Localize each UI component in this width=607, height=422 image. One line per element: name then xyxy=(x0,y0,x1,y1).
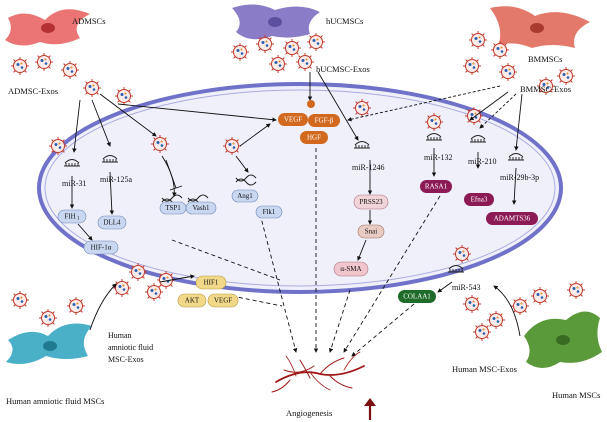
human-msc-cell-shape xyxy=(524,311,602,368)
snai-pill: Snai xyxy=(357,224,385,239)
fgf-label: FGF-β xyxy=(315,117,334,125)
tsp1-label: TSP1 xyxy=(165,204,181,212)
efna3-pill: Efna3 xyxy=(464,193,494,206)
amniotic-exos-line2: amniotic fluid xyxy=(108,343,153,352)
prss23-pill: PRSS23 xyxy=(353,194,389,210)
flk1-pill: Flk1 xyxy=(255,205,283,219)
fgf-pill: FGF-β xyxy=(308,114,340,127)
admsc-exos-label: ADMSC-Exos xyxy=(8,86,58,96)
mir29b-label: miR-29b-3p xyxy=(500,173,539,182)
adamts36-pill: ADAMTS36 xyxy=(486,212,538,225)
asma-pill: α-SMA xyxy=(333,261,369,277)
akt-pill: AKT xyxy=(177,293,207,308)
angiogenesis-label: Angiogenesis xyxy=(286,408,332,418)
amniotic-cell-shape xyxy=(6,323,92,364)
prss23-label: PRSS23 xyxy=(359,198,383,206)
amniotic-label: Human amniotic fluid MSCs xyxy=(6,396,104,406)
vegf-low-label: VEGF xyxy=(214,297,232,305)
arrows xyxy=(69,71,523,357)
mir1246-label: miR-1246 xyxy=(352,163,384,172)
vash1-pill: Vash1 xyxy=(185,201,217,215)
vash1-label: Vash1 xyxy=(192,204,210,212)
fih-label: FIH xyxy=(64,213,75,221)
human-mscs-label: Human MSCs xyxy=(552,390,600,400)
fih-subscript: 1 xyxy=(77,217,80,222)
amniotic-exos-line3: MSC-Exos xyxy=(108,355,144,364)
colaa1-pill: COLAA1 xyxy=(398,290,436,303)
akt-label: AKT xyxy=(185,297,200,305)
mir210-label: miR-210 xyxy=(468,157,496,166)
hif1-pill: HIF1 xyxy=(195,275,227,290)
asma-label: α-SMA xyxy=(340,265,361,273)
amniotic-exo-cluster xyxy=(10,290,86,328)
bmmsc-cell-shape xyxy=(490,6,590,48)
admsc-exo-cluster xyxy=(10,52,134,106)
cell-membrane-inner xyxy=(44,89,556,287)
mir125a-label: miR-125a xyxy=(100,175,132,184)
colaa1-label: COLAA1 xyxy=(403,293,431,301)
cell-membrane xyxy=(37,82,563,294)
rasa1-label: RASA1 xyxy=(425,183,448,191)
hif1-label: HIF1 xyxy=(204,279,219,287)
vessel-network xyxy=(271,351,365,393)
flk1-label: Flk1 xyxy=(263,208,276,216)
vegf-low-pill: VEGF xyxy=(207,293,239,308)
admsc-cell-shape xyxy=(5,9,90,46)
adamts36-label: ADAMTS36 xyxy=(494,215,531,223)
growth-factor-dot xyxy=(307,100,315,108)
snai-label: Snai xyxy=(365,228,378,236)
admscs-label: ADMSCs xyxy=(72,16,106,26)
vegf-top-label: VEGF xyxy=(284,116,302,124)
up-arrow-icon xyxy=(364,398,376,420)
hucmsc-exos-label: hUCMSC-Exos xyxy=(316,64,370,74)
mir132-label: miR-132 xyxy=(424,153,452,162)
hgf-label: HGF xyxy=(307,134,321,142)
inhibition-marks xyxy=(165,159,183,191)
amniotic-exos-line1: Human xyxy=(108,331,132,340)
vegf-top-pill: VEGF xyxy=(278,113,308,126)
hif1a-label: HIF-1α xyxy=(91,244,112,252)
mir31-label: miR-31 xyxy=(62,179,86,188)
human-msc-exos-label: Human MSC-Exos xyxy=(452,364,517,374)
rasa1-pill: RASA1 xyxy=(420,180,452,193)
tsp1-pill: TSP1 xyxy=(159,201,187,215)
ang1-pill: Ang1 xyxy=(231,189,259,203)
ang1-label: Ang1 xyxy=(237,192,253,200)
dll4-label: DLL4 xyxy=(103,219,121,227)
hucmsc-cell-shape xyxy=(232,4,320,40)
hucmscs-label: hUCMSCs xyxy=(326,16,363,26)
efna3-label: Efna3 xyxy=(471,196,488,204)
hgf-pill: HGF xyxy=(300,131,328,144)
hucmsc-exo-cluster xyxy=(230,32,326,74)
mir543-label: miR-543 xyxy=(452,283,480,292)
dll4-pill: DLL4 xyxy=(97,215,127,230)
hif1a-pill: HIF-1α xyxy=(83,240,119,255)
bmmsc-exos-label: BMMSC-Exos xyxy=(520,84,571,94)
bmmscs-label: BMMSCs xyxy=(528,54,563,64)
fih-pill: FIH 1 xyxy=(57,209,87,224)
